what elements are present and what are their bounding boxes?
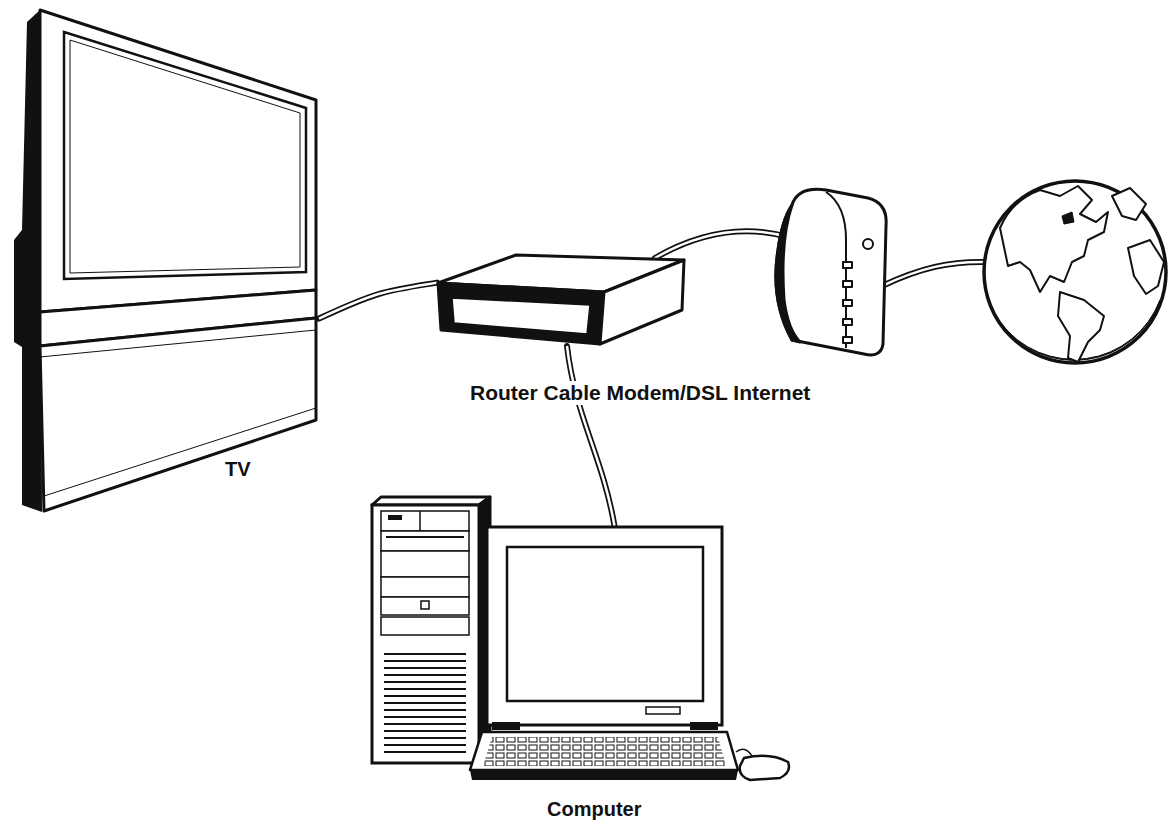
cable-outline xyxy=(319,283,437,319)
continent xyxy=(1112,188,1146,220)
tv-trim xyxy=(40,330,316,357)
cable-core xyxy=(567,346,615,526)
cable-core xyxy=(882,262,987,286)
cable-connector xyxy=(319,283,437,319)
cable-core xyxy=(655,231,792,258)
mouse-cord xyxy=(736,749,752,756)
router-panel xyxy=(452,298,590,334)
keyboard xyxy=(470,732,738,770)
keyboard-keys xyxy=(483,737,726,766)
modem-led xyxy=(843,281,852,287)
tv-screen xyxy=(64,32,306,279)
device-label: Router Cable Modem/DSL Internet xyxy=(467,381,813,405)
device-label: Computer xyxy=(544,798,644,821)
tower-front xyxy=(372,505,479,763)
globe-outline xyxy=(984,181,1166,363)
continent xyxy=(1000,186,1108,292)
cable-connector xyxy=(567,346,615,526)
router-front xyxy=(438,283,604,344)
router-node: Router Cable Modem/DSL Internet xyxy=(437,250,687,346)
cable-outline xyxy=(655,231,792,258)
drive-bay xyxy=(381,531,469,551)
modem-button xyxy=(863,239,873,249)
cable-outline xyxy=(882,262,987,286)
keyboard-base xyxy=(470,770,738,780)
drive-divider xyxy=(419,511,421,531)
computer-node: Computer xyxy=(368,526,793,784)
drive-slot xyxy=(388,515,402,520)
monitor-bezel xyxy=(487,527,722,725)
modem-led xyxy=(843,319,852,325)
drive-slot xyxy=(386,536,464,538)
cable-core xyxy=(319,283,437,319)
monitor-foot xyxy=(492,722,520,730)
device-label: TV xyxy=(222,458,254,481)
monitor-badge xyxy=(646,707,680,714)
globe-symbol xyxy=(984,181,1166,363)
tv-side xyxy=(14,10,42,512)
drive-bay xyxy=(381,617,469,635)
monitor-screen xyxy=(507,547,703,701)
modem-shadow xyxy=(776,205,800,342)
cable-outline xyxy=(567,346,615,526)
power-button xyxy=(421,601,429,609)
monitor-foot xyxy=(690,722,718,730)
tv-cabinet xyxy=(40,318,316,511)
router-side xyxy=(600,260,684,344)
tower-grille xyxy=(384,648,466,756)
drive-bay xyxy=(381,597,469,615)
continent xyxy=(1128,240,1164,294)
mouse xyxy=(740,756,789,780)
tv-trim xyxy=(44,408,316,496)
modem-led xyxy=(843,262,852,268)
modem-body xyxy=(776,189,886,355)
continent xyxy=(1058,292,1104,362)
router-modem-cable xyxy=(655,231,792,258)
tv-screen-inner xyxy=(70,40,300,273)
modem-symbol xyxy=(776,189,886,355)
tv-frame xyxy=(40,10,316,312)
lake xyxy=(1062,212,1074,224)
modem-led xyxy=(843,337,852,343)
device-drawing xyxy=(437,250,687,346)
device-drawing xyxy=(368,526,793,784)
modem-led xyxy=(843,300,852,306)
device-drawing xyxy=(0,8,319,513)
drive-bay xyxy=(381,577,469,597)
drive-bay xyxy=(381,511,469,531)
tv-node: TV xyxy=(0,8,319,513)
drive-bay xyxy=(381,551,469,577)
modem-internet-cable xyxy=(882,262,987,286)
